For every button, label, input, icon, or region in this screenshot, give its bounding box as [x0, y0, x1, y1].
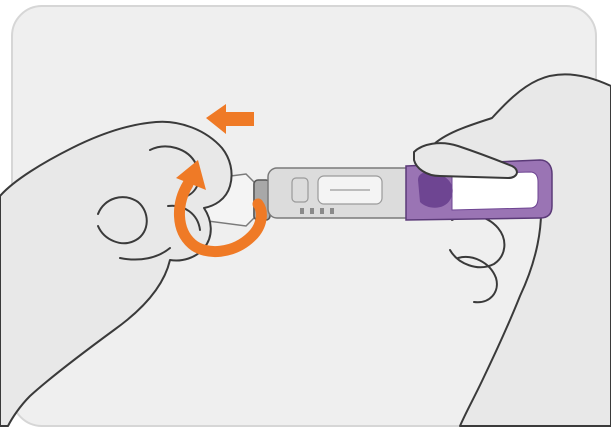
instruction-illustration — [0, 0, 611, 433]
illustration-svg — [0, 0, 611, 433]
